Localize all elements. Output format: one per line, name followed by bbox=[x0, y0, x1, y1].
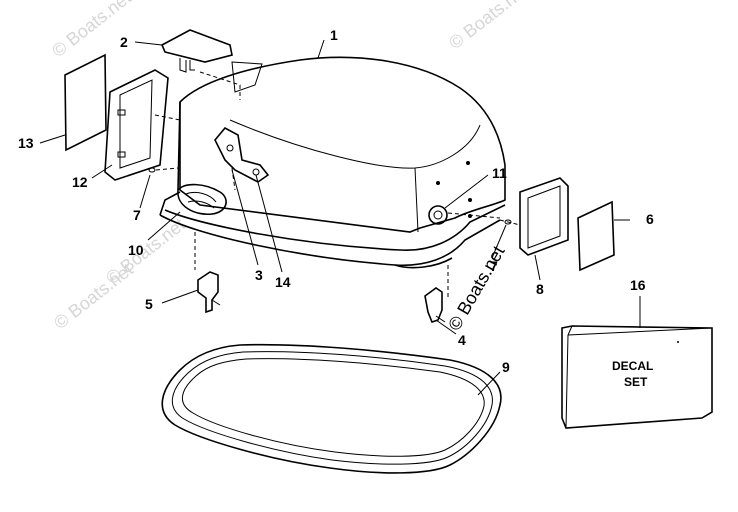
grip-pad-part[interactable] bbox=[177, 183, 227, 215]
callout-9: 9 bbox=[502, 359, 510, 375]
assembly-line-top bbox=[199, 71, 241, 100]
watermark-center-dark: © Boats.net bbox=[444, 242, 508, 334]
right-decal-sheet-part[interactable] bbox=[577, 200, 615, 272]
rear-screw-fitting-part[interactable] bbox=[428, 205, 501, 225]
right-bracket-part[interactable] bbox=[424, 265, 449, 323]
top-cap-part[interactable] bbox=[160, 29, 233, 73]
latch-lever-part[interactable] bbox=[214, 126, 270, 191]
callout-16: 16 bbox=[630, 277, 646, 293]
callout-4: 4 bbox=[458, 332, 466, 348]
motor-cover-part[interactable] bbox=[159, 56, 506, 269]
callout-2: 2 bbox=[120, 34, 128, 50]
right-vent-frame-part[interactable] bbox=[519, 177, 569, 256]
callout-12: 12 bbox=[72, 174, 88, 190]
seal-ring-part[interactable] bbox=[161, 343, 502, 474]
left-vent-frame-part[interactable] bbox=[104, 69, 169, 181]
callout-8: 8 bbox=[536, 281, 544, 297]
callout-6: 6 bbox=[646, 211, 654, 227]
watermark-bottom-left: © Boats.net bbox=[50, 259, 137, 333]
watermark-top-left: © Boats.net bbox=[48, 0, 135, 61]
leader-lines bbox=[39, 39, 641, 396]
callout-11: 11 bbox=[492, 165, 507, 181]
decal-set-label-line1: DECAL bbox=[612, 359, 653, 373]
left-bracket-part[interactable] bbox=[194, 232, 221, 314]
assembly-line-right-vent bbox=[499, 219, 521, 226]
callout-1: 1 bbox=[330, 27, 338, 43]
screw-left-part[interactable] bbox=[148, 167, 179, 173]
screw-right-part[interactable] bbox=[504, 219, 512, 225]
decal-set-label-line2: SET bbox=[624, 375, 648, 389]
callout-13: 13 bbox=[18, 135, 34, 151]
callout-10: 10 bbox=[128, 242, 144, 258]
callout-7-left: 7 bbox=[133, 207, 141, 223]
assembly-line-left-vent bbox=[154, 114, 181, 121]
watermark-top-center: © Boats.net bbox=[445, 0, 532, 53]
callout-3: 3 bbox=[255, 267, 263, 283]
decal-set-box-part[interactable]: DECAL SET bbox=[561, 325, 713, 429]
callout-14: 14 bbox=[275, 274, 291, 290]
callout-5: 5 bbox=[145, 296, 153, 312]
left-decal-sheet-part[interactable] bbox=[64, 53, 107, 152]
callout-7-right: 7 bbox=[490, 258, 498, 274]
